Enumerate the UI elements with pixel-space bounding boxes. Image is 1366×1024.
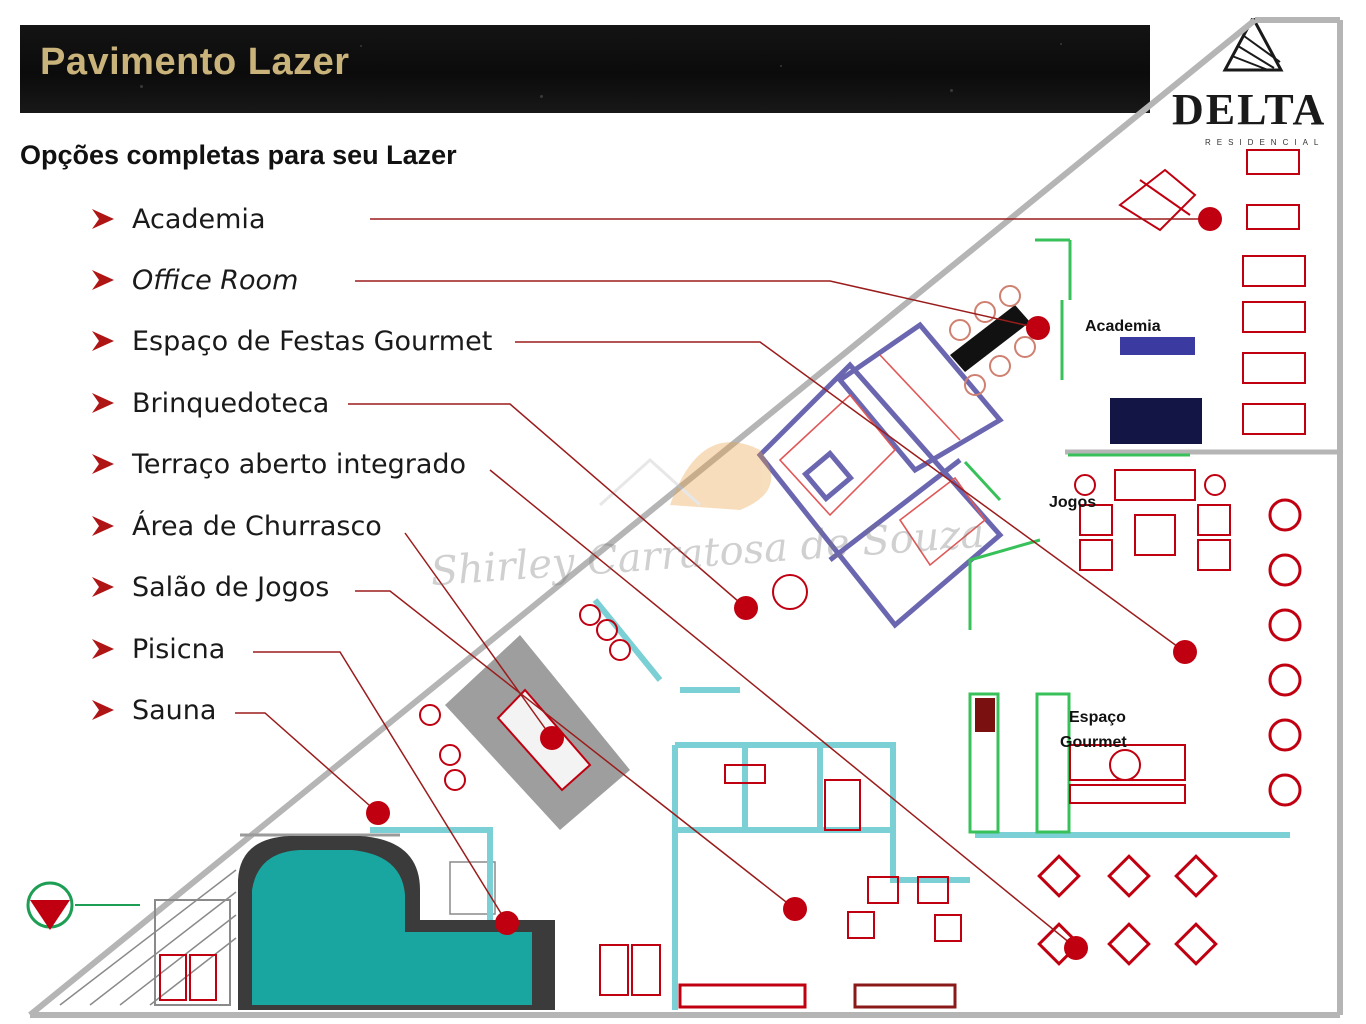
marker-espaco-festas xyxy=(1173,640,1197,664)
delta-logo-icon xyxy=(1222,18,1284,72)
amenity-item-academia: Academia xyxy=(90,202,265,236)
leader-espaco-festas xyxy=(515,341,1186,653)
plan-label-gourmet: Gourmet xyxy=(1060,734,1127,751)
pool xyxy=(154,836,555,1010)
marker-churrasco xyxy=(540,726,564,750)
amenity-item-sauna: Sauna xyxy=(90,693,216,727)
amenity-item-terraco: Terraço aberto integrado xyxy=(90,447,466,481)
amenity-item-jogos: Salão de Jogos xyxy=(90,570,329,604)
plan-label-espaco: Espaço xyxy=(1069,709,1126,726)
arrow-bullet-icon xyxy=(92,393,114,413)
header-banner: Pavimento Lazer xyxy=(20,25,1150,113)
arrow-bullet-icon xyxy=(92,209,114,229)
marker-academia xyxy=(1198,207,1222,231)
marker-sauna xyxy=(366,801,390,825)
amenity-item-espaco-festas: Espaço de Festas Gourmet xyxy=(90,324,492,358)
jacuzzi-deck xyxy=(445,635,630,830)
leader-terraco xyxy=(489,469,1077,949)
amenity-item-office-room: Office Room xyxy=(90,263,298,297)
amenity-item-piscina: Pisicna xyxy=(90,632,225,666)
location-markers xyxy=(366,207,1222,960)
brand-tagline: RESIDENCIAL xyxy=(1205,138,1325,147)
arrow-bullet-icon xyxy=(92,639,114,659)
amenity-item-brinquedoteca: Brinquedoteca xyxy=(90,386,329,420)
leader-piscina xyxy=(253,651,508,924)
amenity-label: Office Room xyxy=(132,264,299,296)
plan-label-academia: Academia xyxy=(1085,318,1161,335)
amenity-label: Salão de Jogos xyxy=(132,571,330,603)
arrow-bullet-icon xyxy=(92,270,114,290)
party-tables xyxy=(1268,498,1302,807)
arrow-bullet-icon xyxy=(92,454,114,474)
amenity-label: Brinquedoteca xyxy=(132,387,330,419)
amenity-label: Espaço de Festas Gourmet xyxy=(132,325,493,357)
amenity-label: Academia xyxy=(132,203,266,235)
marker-jogos xyxy=(783,897,807,921)
marker-piscina xyxy=(495,911,519,935)
leader-lines xyxy=(235,218,1210,949)
marker-office-room xyxy=(1026,316,1050,340)
amenity-label: Sauna xyxy=(132,694,217,726)
amenity-label: Área de Churrasco xyxy=(132,510,382,542)
arrow-bullet-icon xyxy=(92,577,114,597)
leader-office-room xyxy=(355,280,1039,329)
games-room xyxy=(1074,469,1231,571)
page-title: Pavimento Lazer xyxy=(40,41,350,83)
leader-brinquedoteca xyxy=(348,403,747,609)
amenity-label: Terraço aberto integrado xyxy=(132,448,467,480)
brand-name: DELTA xyxy=(1172,85,1327,134)
leader-churrasco xyxy=(404,532,553,739)
plan-label-jogos: Jogos xyxy=(1049,494,1097,511)
arrow-bullet-icon xyxy=(92,516,114,536)
arrow-bullet-icon xyxy=(92,700,114,720)
amenity-item-churrasco: Área de Churrasco xyxy=(90,509,382,543)
amenity-label: Pisicna xyxy=(132,633,226,665)
arrow-bullet-icon xyxy=(92,331,114,351)
marker-brinquedoteca xyxy=(734,596,758,620)
north-arrow-icon xyxy=(26,881,140,930)
watermark-logo xyxy=(598,442,772,510)
leader-sauna xyxy=(235,712,379,814)
section-subtitle: Opções completas para seu Lazer xyxy=(20,140,457,170)
elevator-core xyxy=(756,321,1004,629)
leader-jogos xyxy=(355,590,796,910)
building-outline xyxy=(28,17,1343,1018)
marker-terraco xyxy=(1064,936,1088,960)
gym-equipment xyxy=(1118,149,1306,435)
